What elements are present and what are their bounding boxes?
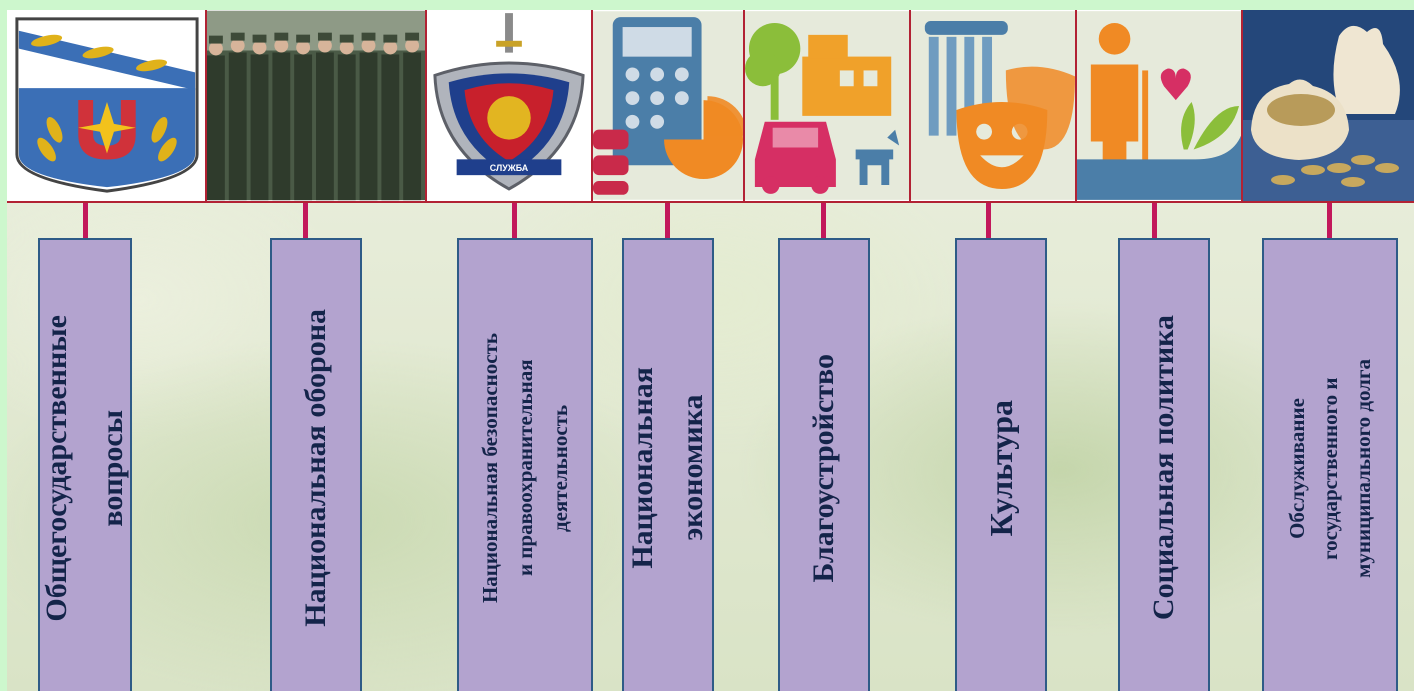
connector-general <box>83 203 88 239</box>
category-label-debt: Обслуживание государственного и муниципа… <box>1284 358 1375 578</box>
left-frame <box>0 0 7 691</box>
money-bag-icon <box>1243 10 1414 201</box>
svg-text:СЛУЖБА: СЛУЖБА <box>490 163 529 173</box>
connector-social <box>1152 203 1157 239</box>
soldiers-icon <box>207 10 427 201</box>
category-label-social: Социальная политика <box>1147 315 1180 621</box>
category-box-economy: Национальная экономика <box>622 238 714 691</box>
category-box-security: Национальная безопасность и правоохранит… <box>457 238 593 691</box>
category-box-debt: Обслуживание государственного и муниципа… <box>1262 238 1398 691</box>
category-label-economy: Национальная экономика <box>626 367 709 569</box>
connector-culture <box>986 203 991 239</box>
connector-defense <box>303 203 308 239</box>
category-box-culture: Культура <box>955 238 1047 691</box>
category-label-defense: Национальная оборона <box>299 309 332 627</box>
coat-of-arms-icon <box>7 10 207 201</box>
connector-economy <box>665 203 670 239</box>
category-label-improvement: Благоустройство <box>807 353 840 583</box>
connector-debt <box>1327 203 1332 239</box>
category-label-culture: Культура <box>983 399 1019 537</box>
connector-improvement <box>821 203 826 239</box>
category-box-defense: Национальная оборона <box>270 238 362 691</box>
theatre-masks-icon <box>911 10 1077 201</box>
calculator-icon <box>593 10 745 201</box>
category-box-social: Социальная политика <box>1118 238 1210 691</box>
top-frame <box>0 0 1414 10</box>
fsb-emblem-icon: СЛУЖБА <box>427 10 593 201</box>
category-label-security: Национальная безопасность и правоохранит… <box>477 332 572 604</box>
town-improvement-icon <box>745 10 911 201</box>
category-box-general: Общегосударственные вопросы <box>38 238 132 691</box>
social-care-icon <box>1077 10 1243 201</box>
category-label-general: Общегосударственные вопросы <box>40 314 129 622</box>
category-box-improvement: Благоустройство <box>778 238 870 691</box>
connector-security <box>512 203 517 239</box>
